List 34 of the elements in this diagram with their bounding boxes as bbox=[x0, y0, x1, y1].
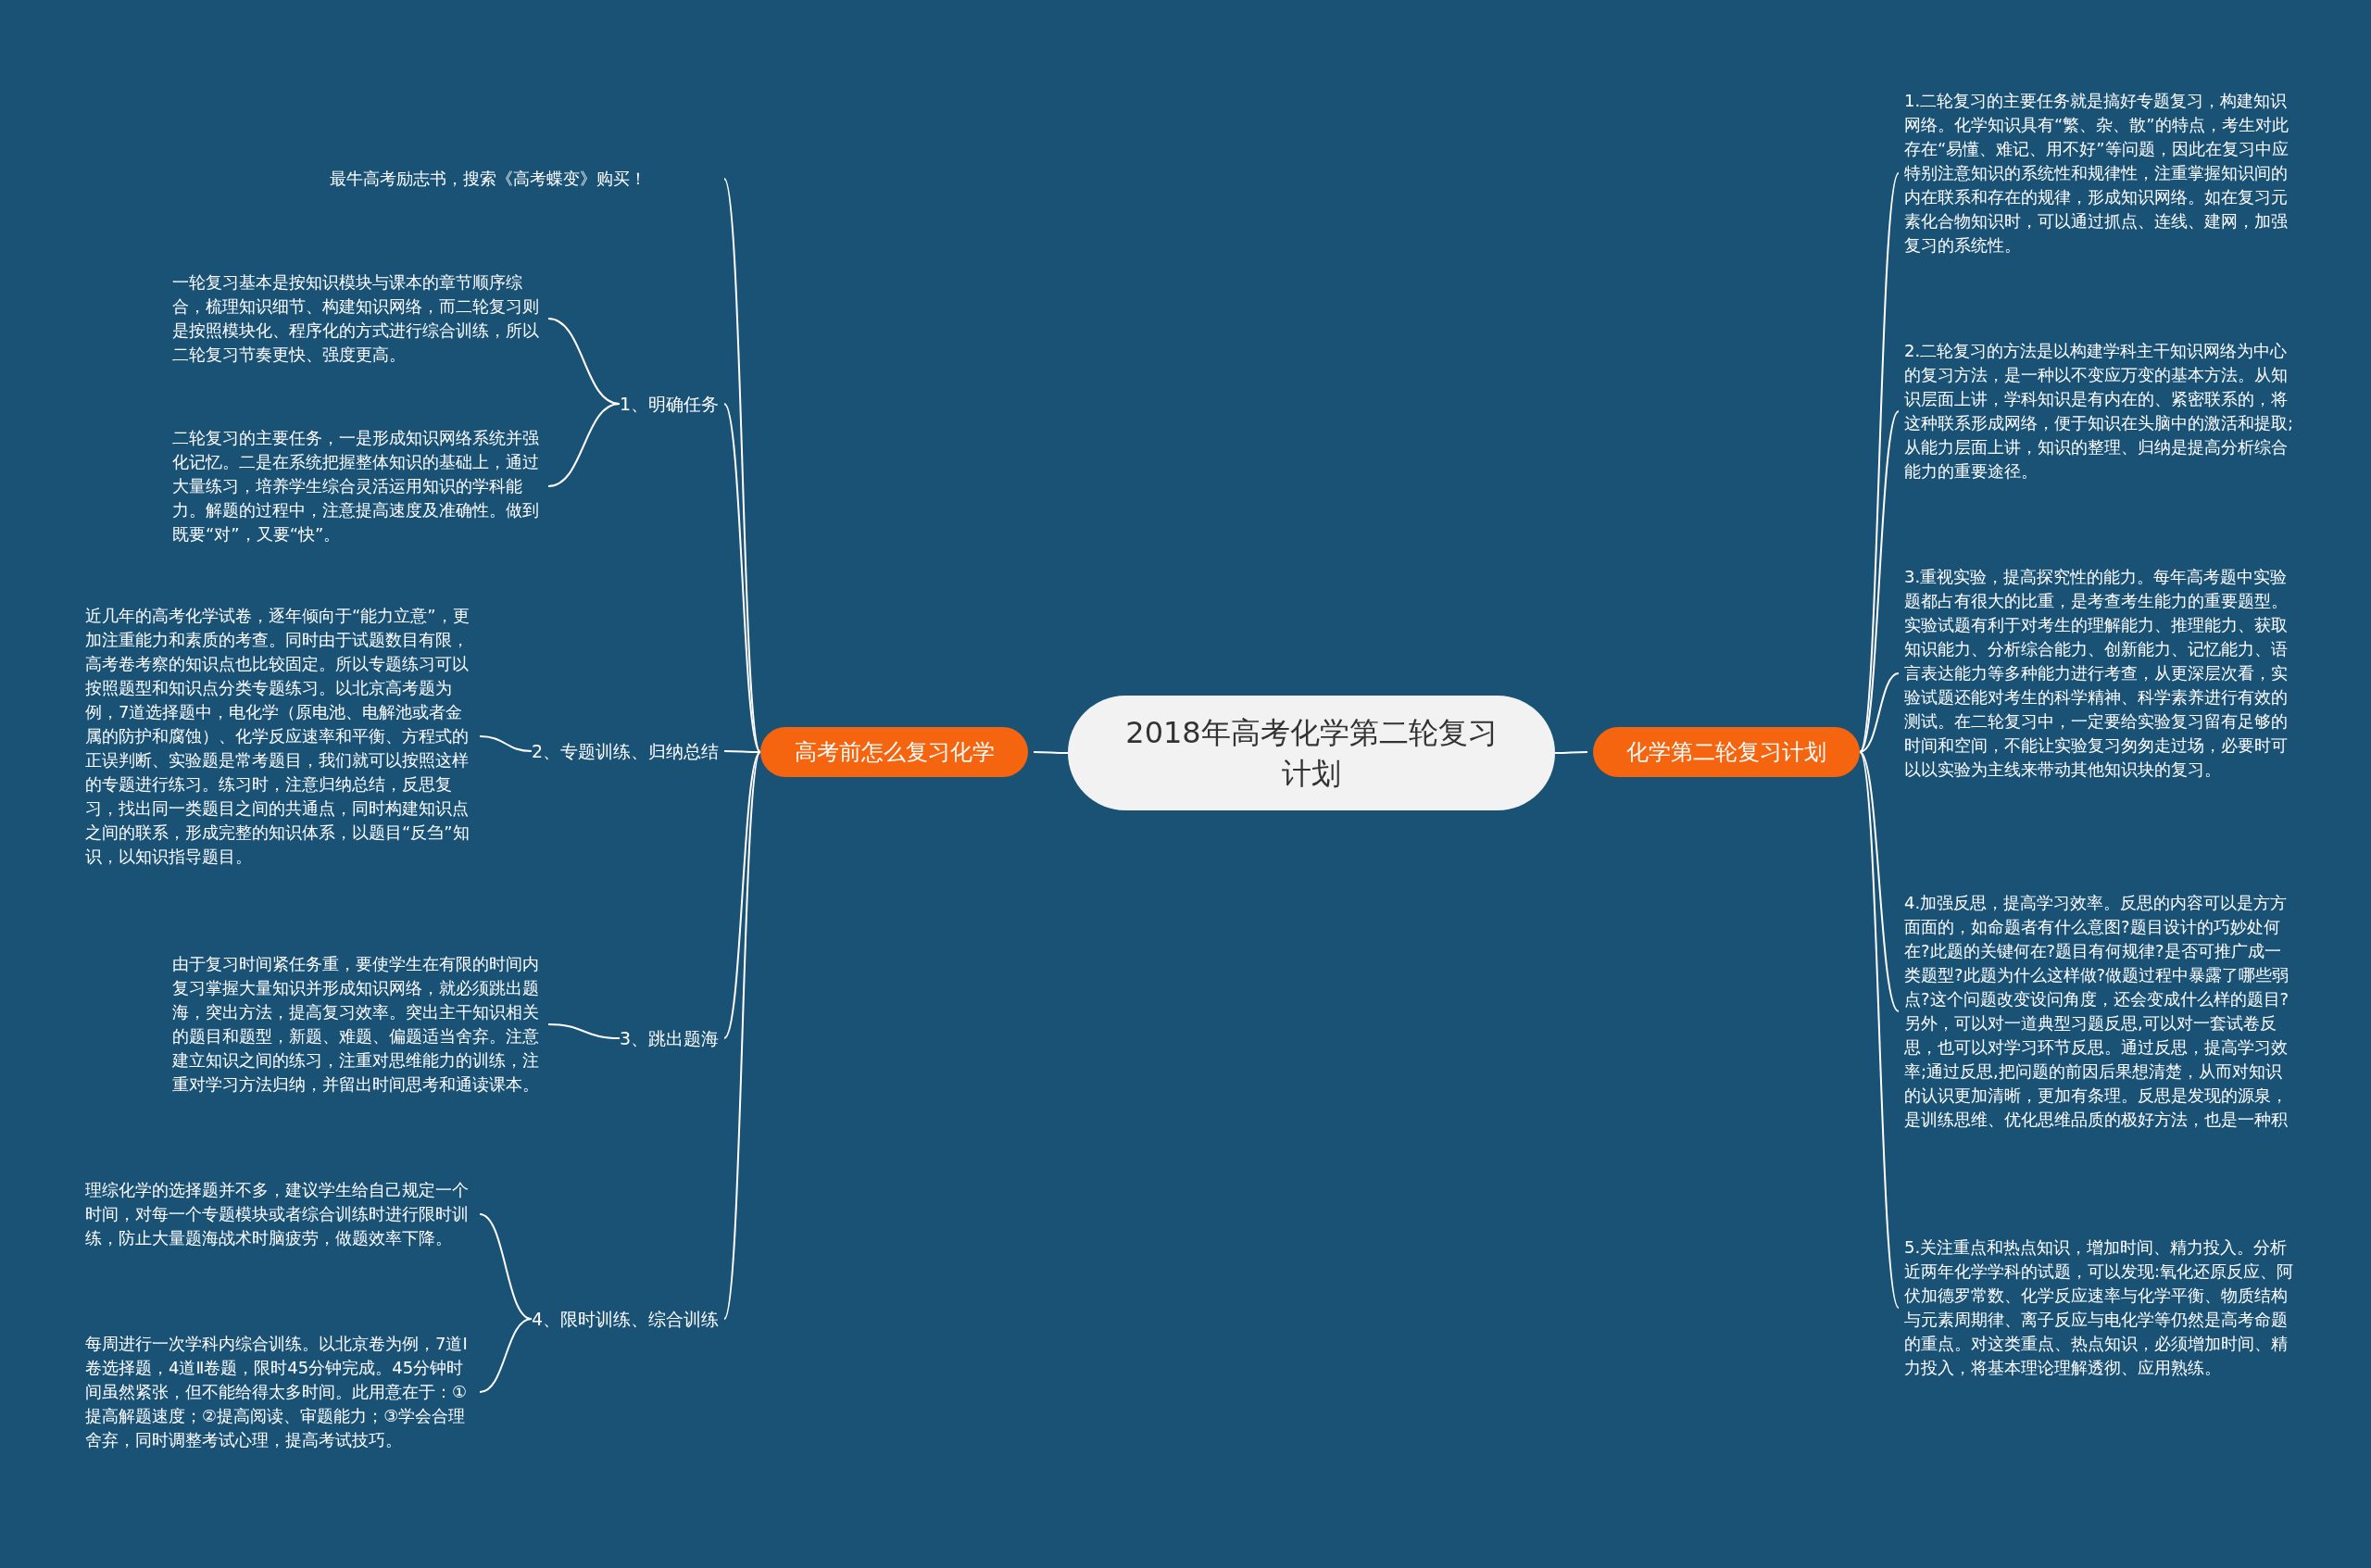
note-text: 由于复习时间紧任务重，要使学生在有限的时间内复习掌握大量知识并形成知识网络，就必须跳出题海，突出方法，提高复习效率。突出主干知识相关的题目和题型，新题、难题、偏题适当舍弃。注意建立知识之间的练习，注重对思维能力的训练，注重对学习方法归纳，并留出时间思考和通读课本。 bbox=[172, 952, 543, 1097]
branch-label: 4、限时训练、综合训练 bbox=[531, 1306, 719, 1332]
note-text: 5.关注重点和热点知识，增加时间、精力投入。分析近两年化学学科的试题，可以发现:氧化还原反应、阿伏加德罗常数、化学反应速率与化学平衡、物质结构与元素周期律、离子反应与电化学等仍然是高考命题的重点。对这类重点、热点知识，必须增加时间、精力投入，将基本理论理解透彻、应用熟练。 bbox=[1904, 1236, 2295, 1380]
note-text: 最牛高考励志书，搜索《高考蝶变》购买！ bbox=[330, 167, 719, 191]
connector-line bbox=[723, 750, 761, 753]
connector-line bbox=[1859, 410, 1900, 753]
connector-line bbox=[1859, 751, 1900, 1012]
connector-line bbox=[479, 735, 533, 752]
connector-line bbox=[723, 751, 761, 1320]
note-text: 近几年的高考化学试卷，逐年倾向于“能力立意”，更加注重能力和素质的考查。同时由于试题数目有限，高考卷考察的知识点也比较固定。所以专题练习可以按照题型和知识点分类专题练习。以北京高考题为例，7道选择题中，电化学（原电池、电解池或者金属的防护和腐蚀）、化学反应速率和平衡、方程式的正误判断、实验题是常考题目，我们就可以按照这样的专题进行练习。练习时，注意归纳总结，反思复习，找出同一类题目之间的共通点，同时构建知识点之间的联系，形成完整的知识体系，以题目“反刍”知识，以知识指导题目。 bbox=[85, 604, 474, 869]
note-text: 一轮复习基本是按知识模块与课本的章节顺序综合，梳理知识细节、构建知识网络，而二轮复习则是按照模块化、程序化的方式进行综合训练，所以二轮复习节奏更快、强度更高。 bbox=[172, 270, 543, 367]
connector-line bbox=[723, 403, 761, 753]
branch-label: 2、专题训练、归纳总结 bbox=[531, 738, 719, 764]
connector-line bbox=[547, 1023, 621, 1039]
connector-line bbox=[723, 178, 761, 753]
note-text: 4.加强反思，提高学习效率。反思的内容可以是方方面面的，如命题者有什么意图?题目设计的巧妙处何在?此题的关键何在?题目有何规律?是否可推广成一类题型?此题为什么这样做?做题过程中暴露了哪些弱点?这个问题改变设问角度，还会变成什么样的题目?另外，可以对一道典型习题反思,可以对一套试卷反思，也可以对学习环节反思。通过反思，提高学习效率;通过反思,把问题的前因后果想清楚，从而对知识的认识更加清晰，更加有条理。反思是发现的源泉，是训练思维、优化思维品质的极好方法，也是一种积 bbox=[1904, 891, 2295, 1132]
connector-line bbox=[1859, 672, 1900, 753]
note-text: 3.重视实验，提高探究性的能力。每年高考题中实验题都占有很大的比重，是考查考生能力的重要题型。实验试题有利于对考生的理解能力、推理能力、获取知识能力、分析综合能力、创新能力、记忆能力、语言表达能力等多种能力进行考查，从更深层次看，实验试题还能对考生的科学精神、科学素养进行有效的测试。在二轮复习中，一定要给实验复习留有足够的时间和空间，不能让实验复习匆匆走过场，必要时可以以实验为主线来带动其他知识块的复习。 bbox=[1904, 565, 2295, 782]
note-text: 二轮复习的主要任务，一是形成知识网络系统并强化记忆。二是在系统把握整体知识的基础上，通过大量练习，培养学生综合灵活运用知识的学科能力。解题的过程中，注意提高速度及准确性。做到既要“对”，又要“快”。 bbox=[172, 426, 543, 546]
topic-pill: 高考前怎么复习化学 bbox=[760, 727, 1028, 777]
topic-pill: 化学第二轮复习计划 bbox=[1593, 727, 1860, 777]
connector-line bbox=[547, 403, 621, 487]
connector-line bbox=[1033, 751, 1069, 754]
note-text: 2.二轮复习的方法是以构建学科主干知识网络为中心的复习方法，是一种以不变应万变的基本方法。从知识层面上讲，学科知识是有内在的、紧密联系的，将这种联系形成网络，便于知识在头脑中的激活和提取;从能力层面上讲，知识的整理、归纳是提高分析综合能力的重要途径。 bbox=[1904, 339, 2295, 483]
connector-line bbox=[723, 751, 761, 1039]
note-text: 1.二轮复习的主要任务就是搞好专题复习，构建知识网络。化学知识具有“繁、杂、散”的特点，考生对此存在“易懂、难记、用不好”等问题，因此在复习中应特别注意知识的系统性和规律性，注重掌握知识间的内在联系和存在的规律，形成知识网络。如在复习元素化合物知识时，可以通过抓点、连线、建网，加强复习的系统性。 bbox=[1904, 89, 2295, 257]
central-topic: 2018年高考化学第二轮复习计划 bbox=[1068, 696, 1555, 810]
connector-line bbox=[1554, 751, 1588, 754]
connector-line bbox=[1859, 751, 1900, 1309]
connector-line bbox=[479, 1318, 533, 1393]
note-text: 每周进行一次学科内综合训练。以北京卷为例，7道Ⅰ卷选择题，4道Ⅱ卷题，限时45分钟完成。45分钟时间虽然紧张，但不能给得太多时间。此用意在于：①提高解题速度；②提高阅读、审题能力；③学会合理舍弃，同时调整考试心理，提高考试技巧。 bbox=[85, 1332, 474, 1452]
note-text: 理综化学的选择题并不多，建议学生给自己规定一个时间，对每一个专题模块或者综合训练时进行限时训练，防止大量题海战术时脑疲劳，做题效率下降。 bbox=[85, 1178, 474, 1250]
branch-label: 3、跳出题海 bbox=[619, 1025, 719, 1051]
branch-label: 1、明确任务 bbox=[619, 391, 719, 417]
